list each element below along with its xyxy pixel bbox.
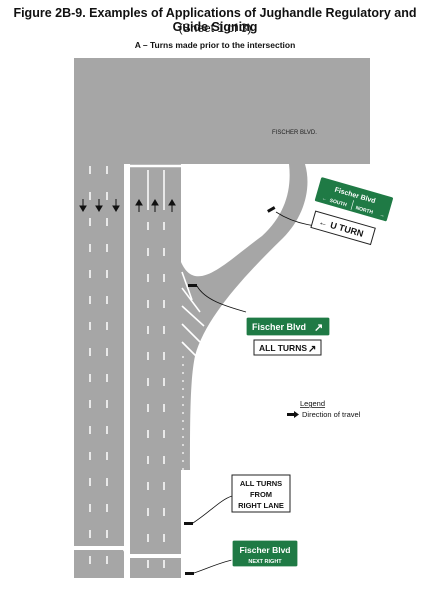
guide-sign-mid-text: Fischer Blvd bbox=[252, 322, 306, 332]
figure-sheet: (Sheet 1 of 3) bbox=[178, 21, 252, 35]
break-line bbox=[70, 546, 181, 558]
leader-lines bbox=[192, 211, 339, 574]
direction-of-travel-icon bbox=[287, 411, 299, 418]
guide-sign-fischer-mid: Fischer Blvd ↗ bbox=[245, 316, 331, 337]
guide-sign-fischer-south-north: Fischer Blvd ← SOUTH NORTH → bbox=[313, 176, 395, 223]
guide-sign-fischer-next-right: Fischer Blvd NEXT RIGHT bbox=[231, 539, 299, 568]
diagonal-arrow-icon: ↗ bbox=[314, 322, 323, 334]
sign-marker-icon bbox=[185, 572, 194, 575]
up-arrow-icon bbox=[168, 199, 176, 212]
left-arrow-icon: ← bbox=[318, 217, 329, 229]
u-turn-sign: ← U TURN bbox=[310, 210, 376, 246]
sign-marker-icon bbox=[188, 284, 197, 287]
diagonal-arrow-icon: ↗ bbox=[308, 344, 316, 355]
legend-title: Legend bbox=[300, 399, 325, 408]
guide-sign-bottom-line1: Fischer Blvd bbox=[239, 545, 290, 555]
legend-item-text: Direction of travel bbox=[302, 410, 361, 419]
main-road-southbound bbox=[74, 58, 124, 578]
legend: Legend Direction of travel bbox=[287, 399, 361, 419]
from-right-lane-line2: FROM bbox=[250, 490, 272, 499]
street-name-label: FISCHER BLVD. bbox=[272, 130, 317, 136]
sign-post-markers bbox=[184, 206, 276, 575]
all-turns-from-right-lane-sign: ALL TURNS FROM RIGHT LANE bbox=[231, 474, 291, 513]
from-right-lane-line3: RIGHT LANE bbox=[238, 501, 284, 510]
dashed-lane-lines bbox=[89, 166, 165, 578]
guide-sign-bottom-line2: NEXT RIGHT bbox=[248, 559, 282, 565]
road-surfaces bbox=[74, 58, 370, 578]
sign-marker-icon bbox=[267, 206, 276, 213]
jughandle-ramp bbox=[181, 164, 308, 470]
all-turns-sign: ALL TURNS ↗ bbox=[253, 339, 322, 356]
all-turns-text: ALL TURNS bbox=[259, 343, 307, 353]
down-arrow-icon bbox=[79, 199, 87, 212]
guide-sign-top-right: NORTH bbox=[355, 205, 374, 216]
lane-arrows bbox=[79, 199, 176, 212]
from-right-lane-line1: ALL TURNS bbox=[240, 479, 282, 488]
figure-title: Figure 2B-9. Examples of Applications of… bbox=[13, 6, 417, 34]
right-arrow-icon: → bbox=[379, 212, 385, 219]
up-arrow-icon bbox=[151, 199, 159, 212]
gore-chevrons bbox=[181, 271, 205, 357]
guide-sign-top-left: SOUTH bbox=[329, 198, 348, 209]
main-road-northbound bbox=[130, 58, 181, 578]
figure-subtitle: A – Turns made prior to the intersection bbox=[134, 40, 296, 50]
down-arrow-icon bbox=[112, 199, 120, 212]
up-arrow-icon bbox=[135, 199, 143, 212]
left-arrow-icon: ← bbox=[321, 196, 327, 203]
lane-markings bbox=[70, 164, 205, 578]
down-arrow-icon bbox=[95, 199, 103, 212]
sign-marker-icon bbox=[184, 522, 193, 525]
